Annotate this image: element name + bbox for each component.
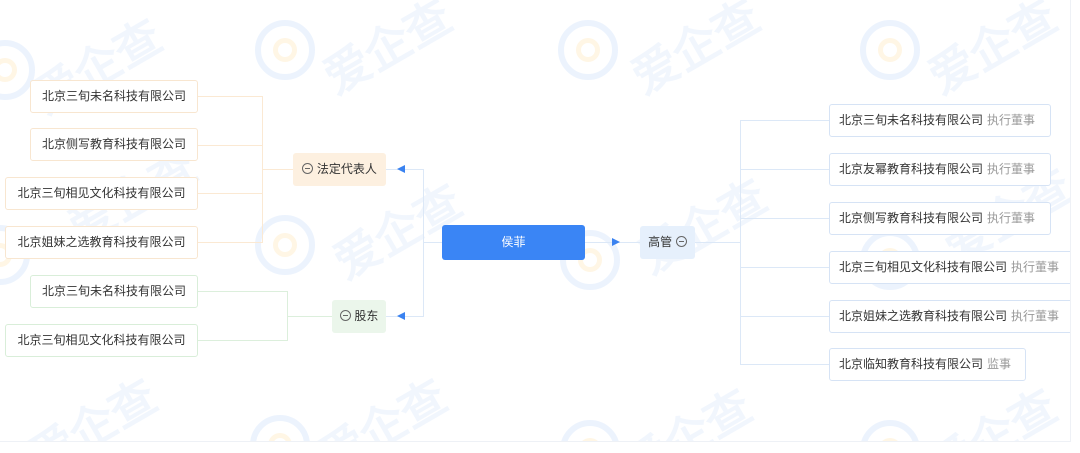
- shareholder-company-node[interactable]: 北京三旬相见文化科技有限公司: [5, 324, 198, 357]
- executive-company-node[interactable]: 北京三旬相见文化科技有限公司执行董事: [829, 251, 1070, 284]
- executive-category-node[interactable]: 高管: [640, 226, 695, 259]
- executive-company-node[interactable]: 北京侧写教育科技有限公司执行董事: [829, 202, 1051, 235]
- company-name: 北京友幂教育科技有限公司: [839, 162, 984, 176]
- company-name: 北京临知教育科技有限公司: [839, 357, 984, 371]
- watermark-text: 爱企查: [309, 368, 457, 442]
- connector-line: [740, 120, 741, 365]
- company-name: 北京三旬相见文化科技有限公司: [839, 260, 1008, 274]
- legal-rep-company-node[interactable]: 北京侧写教育科技有限公司: [30, 128, 198, 161]
- watermark-logo-icon: [860, 420, 920, 441]
- watermark-logo-icon: [558, 20, 618, 80]
- role-label: 监事: [987, 357, 1012, 371]
- connector-line: [287, 316, 332, 317]
- legal-rep-company-node[interactable]: 北京三旬相见文化科技有限公司: [5, 177, 198, 210]
- connector-line: [740, 218, 829, 219]
- role-label: 执行董事: [1011, 309, 1060, 323]
- company-name: 北京三旬未名科技有限公司: [839, 113, 984, 127]
- watermark-logo-icon: [250, 415, 310, 441]
- collapse-icon[interactable]: [675, 236, 687, 247]
- company-name: 北京侧写教育科技有限公司: [839, 211, 984, 225]
- connector-line: [198, 193, 262, 194]
- connector-line: [423, 242, 442, 243]
- shareholder-company-node[interactable]: 北京三旬未名科技有限公司: [30, 275, 198, 308]
- connector-line: [198, 145, 262, 146]
- collapse-icon[interactable]: [339, 310, 351, 321]
- connector-line: [198, 340, 287, 341]
- connector-line: [198, 291, 287, 292]
- executive-category-label: 高管: [648, 235, 673, 249]
- watermark-logo-icon: [255, 20, 315, 80]
- connector-line: [695, 242, 740, 243]
- watermark-text: 爱企查: [919, 378, 1067, 442]
- watermark-text: 爱企查: [919, 0, 1067, 105]
- connector-line: [740, 364, 829, 365]
- connector-line: [740, 267, 829, 268]
- arrow-left-icon: [397, 165, 405, 173]
- legal-rep-company-node[interactable]: 北京姐妹之选教育科技有限公司: [5, 226, 198, 259]
- watermark-logo-icon: [255, 215, 315, 275]
- connector-line: [740, 120, 829, 121]
- connector-line: [198, 242, 262, 243]
- connector-line: [386, 169, 424, 170]
- shareholder-category-label: 股东: [354, 309, 379, 323]
- watermark-text: 爱企查: [19, 368, 167, 442]
- role-label: 执行董事: [987, 162, 1036, 176]
- connector-line: [198, 96, 262, 97]
- connector-line: [423, 169, 424, 317]
- collapse-icon[interactable]: [302, 163, 314, 174]
- watermark-text: 爱企查: [614, 378, 762, 442]
- watermark-logo-icon: [560, 420, 620, 441]
- shareholder-category-node[interactable]: 股东: [332, 300, 386, 333]
- legal-rep-category-label: 法定代表人: [316, 162, 377, 176]
- executive-company-node[interactable]: 北京三旬未名科技有限公司执行董事: [829, 104, 1051, 137]
- arrow-right-icon: [612, 238, 620, 246]
- watermark-text: 爱企查: [622, 0, 770, 105]
- connector-line: [262, 169, 293, 170]
- executive-company-node[interactable]: 北京临知教育科技有限公司监事: [829, 348, 1026, 381]
- legal-rep-category-node[interactable]: 法定代表人: [293, 153, 386, 186]
- role-label: 执行董事: [987, 113, 1036, 127]
- connector-line: [740, 316, 829, 317]
- executive-company-node[interactable]: 北京姐妹之选教育科技有限公司执行董事: [829, 300, 1070, 333]
- role-label: 执行董事: [987, 211, 1036, 225]
- center-person-node[interactable]: 侯菲: [442, 225, 585, 260]
- watermark-logo-icon: [860, 20, 920, 80]
- company-name: 北京姐妹之选教育科技有限公司: [839, 309, 1008, 323]
- relationship-graph-canvas[interactable]: 爱企查 爱企查 爱企查 爱企查 爱企查 爱企查 爱企查 爱企查 爱企查 爱企查 …: [0, 0, 1071, 442]
- legal-rep-company-node[interactable]: 北京三旬未名科技有限公司: [30, 80, 198, 113]
- watermark-text: 爱企查: [314, 0, 462, 105]
- connector-line: [740, 169, 829, 170]
- role-label: 执行董事: [1011, 260, 1060, 274]
- watermark-text: 爱企查: [629, 168, 777, 285]
- arrow-left-icon: [397, 312, 405, 320]
- connector-line: [386, 316, 424, 317]
- executive-company-node[interactable]: 北京友幂教育科技有限公司执行董事: [829, 153, 1051, 186]
